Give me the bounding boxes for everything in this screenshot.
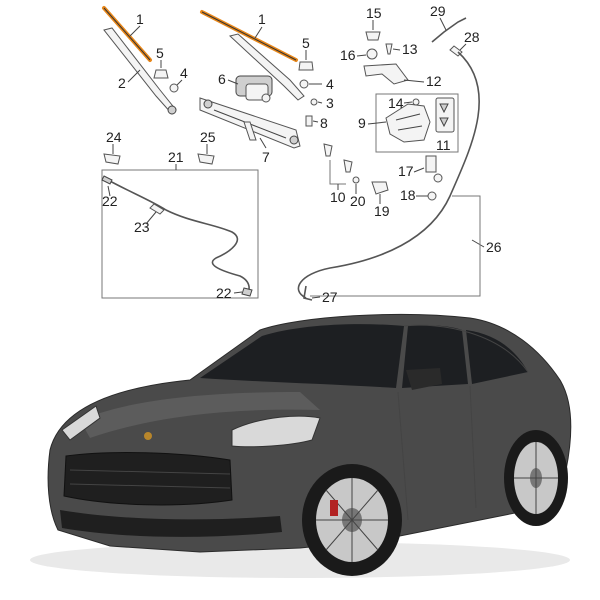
callout-5-right: 5: [302, 35, 310, 51]
part-14: 14: [388, 95, 420, 111]
callout-28: 28: [464, 29, 480, 45]
washer-hose-26: [297, 51, 480, 299]
part-10-group: 10: [323, 143, 353, 205]
callout-2: 2: [118, 75, 126, 91]
right-wiper-assembly: 1 5 4: [200, 10, 334, 101]
callout-14: 14: [388, 95, 404, 111]
callout-16: 16: [340, 47, 356, 63]
wiper-nut-right: [299, 79, 309, 89]
callout-17: 17: [398, 163, 414, 179]
part-11-panel: 11: [435, 97, 455, 153]
part-18: 18: [400, 187, 437, 203]
callout-21: 21: [168, 149, 184, 165]
callout-4-right: 4: [326, 76, 334, 92]
callout-22-bottom: 22: [216, 285, 232, 301]
callout-13: 13: [402, 41, 418, 57]
car-windshield: [200, 324, 404, 388]
car-side-window-rear: [466, 330, 528, 384]
bolt-part-8: 8: [305, 115, 328, 131]
callout-1-right: 1: [258, 11, 266, 27]
wiper-nut-left: [169, 83, 179, 93]
washer-hose-box: [101, 169, 259, 299]
callout-5-left: 5: [156, 45, 164, 61]
callout-22-top: 22: [102, 193, 118, 209]
left-arm-pivot: [167, 105, 177, 115]
car-headlight-right: [231, 415, 321, 448]
part-16: 16: [340, 47, 378, 63]
wiper-linkage: 7: [199, 97, 301, 165]
callout-25: 25: [200, 129, 216, 145]
car-rear-wheel: [504, 430, 568, 526]
wiper-motor: 6: [218, 71, 273, 103]
callout-6: 6: [218, 71, 226, 87]
part-17: 17: [398, 155, 443, 183]
callout-20: 20: [350, 193, 366, 209]
car-hood-logo: [144, 432, 152, 440]
part-15: 15: [365, 5, 382, 41]
car-grille: [63, 452, 233, 506]
washer-hose-23: [107, 179, 250, 295]
wiper-nut-cap-left: [153, 69, 169, 79]
callout-29: 29: [430, 3, 446, 19]
callout-23: 23: [134, 219, 150, 235]
callout-27: 27: [322, 289, 338, 305]
callout-9: 9: [358, 115, 366, 131]
callout-12: 12: [426, 73, 442, 89]
bracket-part-12: 12: [363, 63, 442, 89]
right-wiper-arm: [228, 33, 305, 101]
car-illustration: [30, 313, 572, 578]
part-27: 27: [303, 285, 338, 305]
callout-26: 26: [486, 239, 502, 255]
callout-19: 19: [374, 203, 390, 219]
washer-reservoir: [385, 103, 431, 143]
car-headlight-left: [61, 405, 101, 441]
screw-part-3: 3: [310, 95, 334, 111]
callout-24: 24: [106, 129, 122, 145]
wiper-nut-cap-right: [298, 61, 314, 71]
part-13: 13: [385, 41, 418, 57]
part-25: 25: [197, 129, 216, 165]
callout-15: 15: [366, 5, 382, 21]
callout-11: 11: [436, 137, 451, 153]
callout-4-left: 4: [180, 65, 188, 81]
car-lower-intake: [60, 510, 282, 537]
callout-8: 8: [320, 115, 328, 131]
callout-1-left: 1: [136, 11, 144, 27]
callout-18: 18: [400, 187, 416, 203]
car-front-wheel: [302, 464, 402, 576]
car-side-mirror: [406, 368, 442, 390]
callout-10: 10: [330, 189, 346, 205]
part-28: 28: [449, 29, 480, 57]
part-20: 20: [350, 176, 366, 209]
part-29: 29: [430, 3, 467, 43]
washer-nozzle-19: 19: [371, 181, 390, 219]
left-wiper-assembly: 1 2 5 4: [102, 6, 188, 115]
part-24: 24: [103, 129, 122, 165]
callout-7: 7: [262, 149, 270, 165]
callout-3: 3: [326, 95, 334, 111]
